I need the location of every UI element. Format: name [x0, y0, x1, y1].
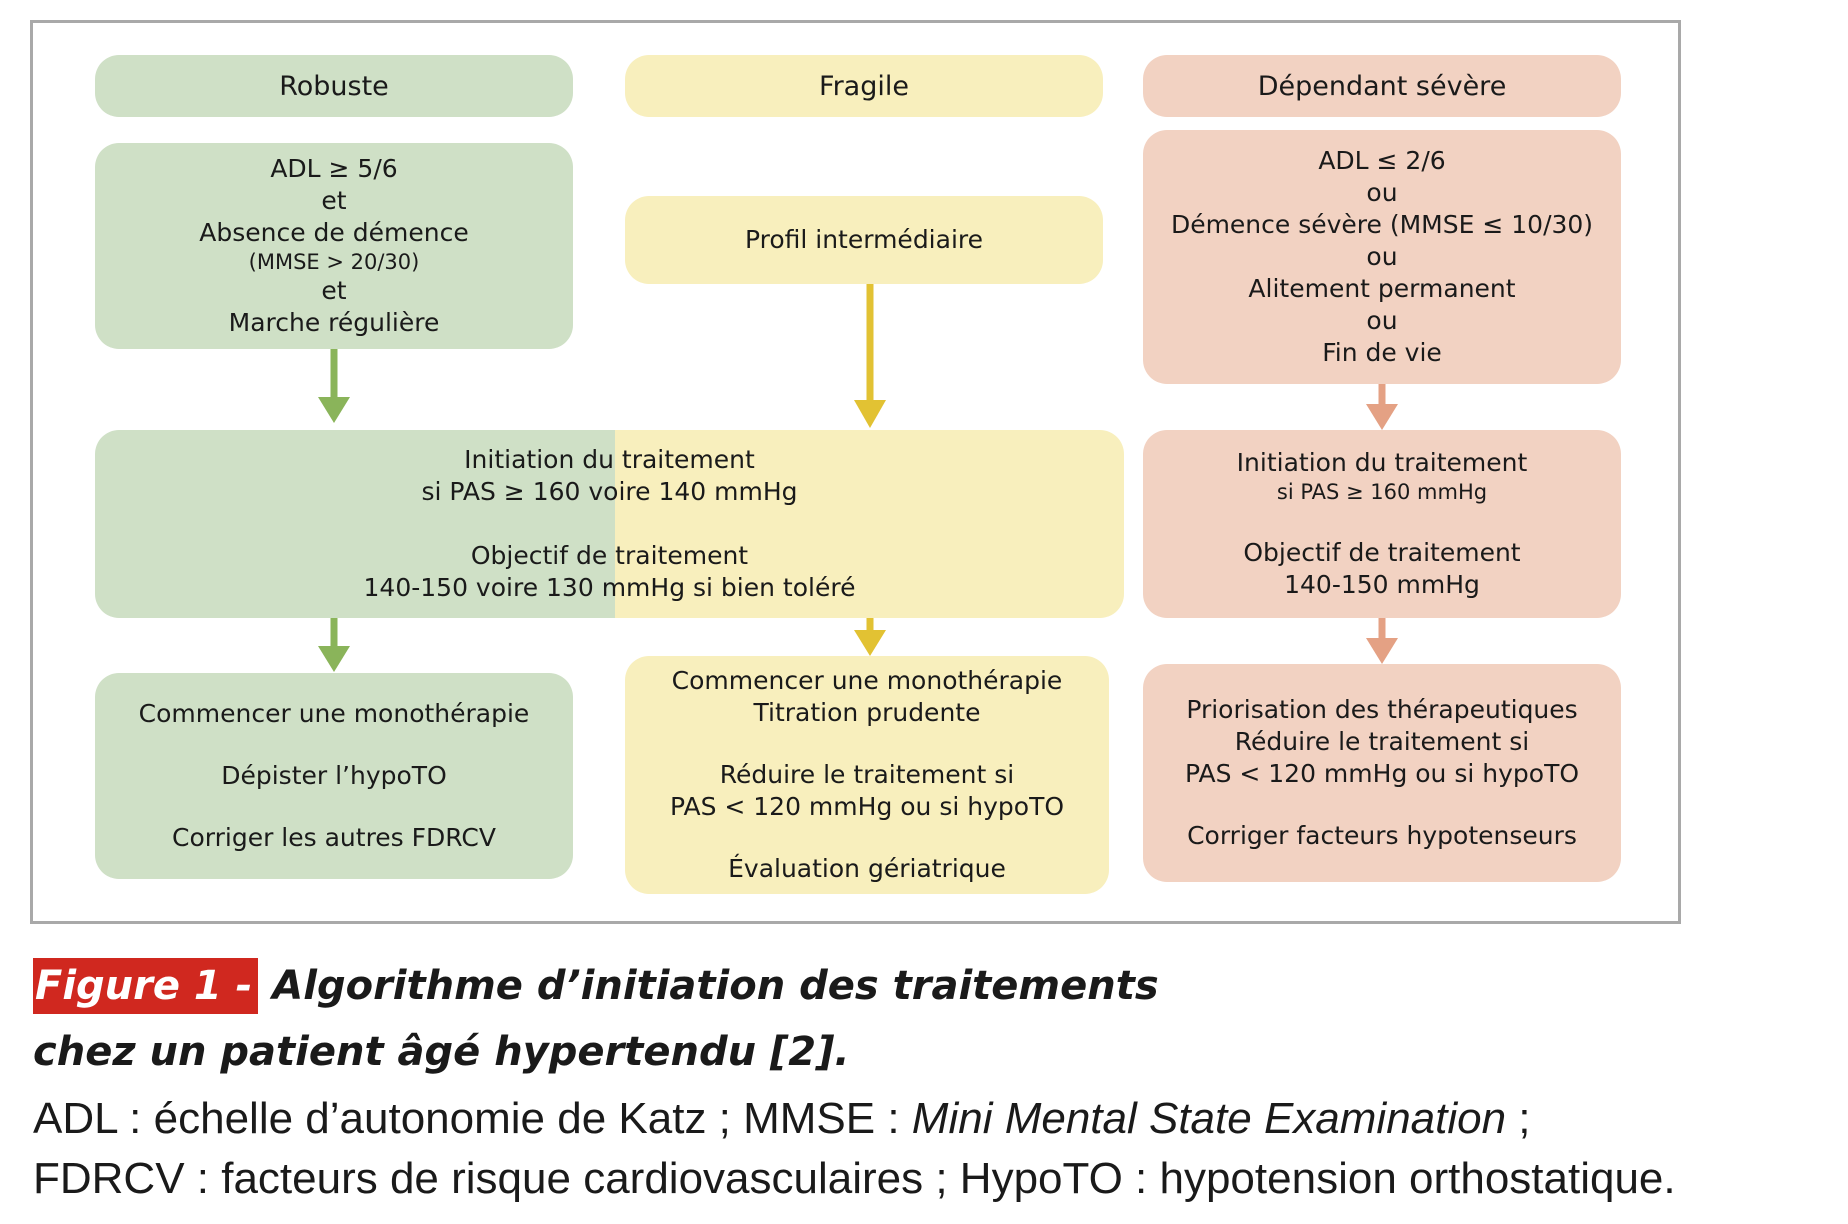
criteria-line: ou [1366, 306, 1398, 335]
figure-caption-title: Figure 1 - Algorithme d’initiation des t… [33, 958, 1159, 1014]
action-line: Titration prudente [753, 698, 981, 727]
treatment-line: Objectif de traitement [470, 541, 749, 570]
legend-text-italic: Mini Mental State Examination [911, 1094, 1507, 1143]
actions-robuste: Commencer une monothérapie Dépister l’hy… [95, 673, 573, 879]
arrow-down-icon [318, 349, 350, 423]
criteria-line: ADL ≤ 2/6 [1318, 146, 1446, 175]
arrow-down-icon [854, 618, 886, 656]
criteria-line: et [321, 276, 347, 305]
criteria-line: ADL ≥ 5/6 [270, 154, 398, 183]
actions-fragile: Commencer une monothérapie Titration pru… [625, 656, 1109, 894]
criteria-fragile: Profil intermédiaire [625, 196, 1103, 284]
action-line: PAS < 120 mmHg ou si hypoTO [669, 792, 1065, 821]
legend-text: ; [1506, 1094, 1531, 1143]
action-line: Priorisation des thérapeutiques [1186, 695, 1578, 724]
legend-line2: FDRCV : facteurs de risque cardiovascula… [33, 1154, 1676, 1203]
treatment-line: Initiation du traitement [464, 445, 755, 474]
criteria-line: Fin de vie [1322, 338, 1442, 367]
treatment-line: Initiation du traitement [1236, 448, 1528, 477]
action-line: PAS < 120 mmHg ou si hypoTO [1184, 759, 1580, 788]
treatment-line: 140-150 voire 130 mmHg si bien toléré [363, 573, 856, 602]
action-line: Évaluation gériatrique [728, 854, 1006, 883]
treatment-shared: Initiation du traitement si PAS ≥ 160 vo… [95, 430, 1124, 618]
arrow-down-icon [1366, 618, 1398, 664]
criteria-dependant: ADL ≤ 2/6 ou Démence sévère (MMSE ≤ 10/3… [1143, 130, 1621, 384]
legend-text: ADL : échelle d’autonomie de Katz ; MMSE… [33, 1094, 912, 1143]
header-dependant-label: Dépendant sévère [1257, 70, 1507, 102]
treatment-line: Objectif de traitement [1243, 538, 1521, 567]
treatment-line: 140-150 mmHg [1284, 570, 1480, 599]
header-fragile: Fragile [625, 55, 1103, 117]
arrow-down-icon [318, 618, 350, 672]
action-line: Commencer une monothérapie [138, 699, 530, 728]
header-robuste: Robuste [95, 55, 573, 117]
arrow-down-icon [854, 284, 886, 428]
figure-title-line2: chez un patient âgé hypertendu [2]. [33, 1029, 850, 1075]
criteria-line: Profil intermédiaire [744, 225, 984, 254]
actions-dependant: Priorisation des thérapeutiques Réduire … [1143, 664, 1621, 882]
action-line: Réduire le traitement si [1234, 727, 1530, 756]
criteria-line: Marche régulière [228, 308, 440, 337]
header-fragile-label: Fragile [819, 70, 909, 102]
criteria-line: Démence sévère (MMSE ≤ 10/30) [1170, 210, 1594, 239]
criteria-line: Absence de démence [199, 218, 469, 247]
treatment-line: si PAS ≥ 160 voire 140 mmHg [421, 477, 798, 506]
treatment-dependant: Initiation du traitement si PAS ≥ 160 mm… [1143, 430, 1621, 618]
action-line: Commencer une monothérapie [671, 666, 1063, 695]
figure-label: Figure 1 - [33, 958, 259, 1014]
arrow-down-icon [1366, 384, 1398, 430]
criteria-line: et [321, 186, 347, 215]
criteria-line: (MMSE > 20/30) [248, 250, 420, 274]
treatment-line: si PAS ≥ 160 mmHg [1276, 480, 1488, 504]
header-robuste-label: Robuste [279, 70, 389, 102]
action-line: Corriger les autres FDRCV [172, 823, 496, 852]
diagram-frame [30, 20, 1681, 924]
criteria-line: Alitement permanent [1248, 274, 1516, 303]
legend-line1: ADL : échelle d’autonomie de Katz ; MMSE… [33, 1090, 1531, 1148]
action-line: Corriger facteurs hypotenseurs [1187, 821, 1577, 850]
header-dependant: Dépendant sévère [1143, 55, 1621, 117]
criteria-line: ou [1366, 178, 1398, 207]
criteria-line: ou [1366, 242, 1398, 271]
action-line: Dépister l’hypoTO [221, 761, 447, 790]
figure-title-line1: Algorithme d’initiation des traitements [272, 963, 1159, 1009]
action-line: Réduire le traitement si [719, 760, 1015, 789]
criteria-robuste: ADL ≥ 5/6 et Absence de démence (MMSE > … [95, 143, 573, 349]
